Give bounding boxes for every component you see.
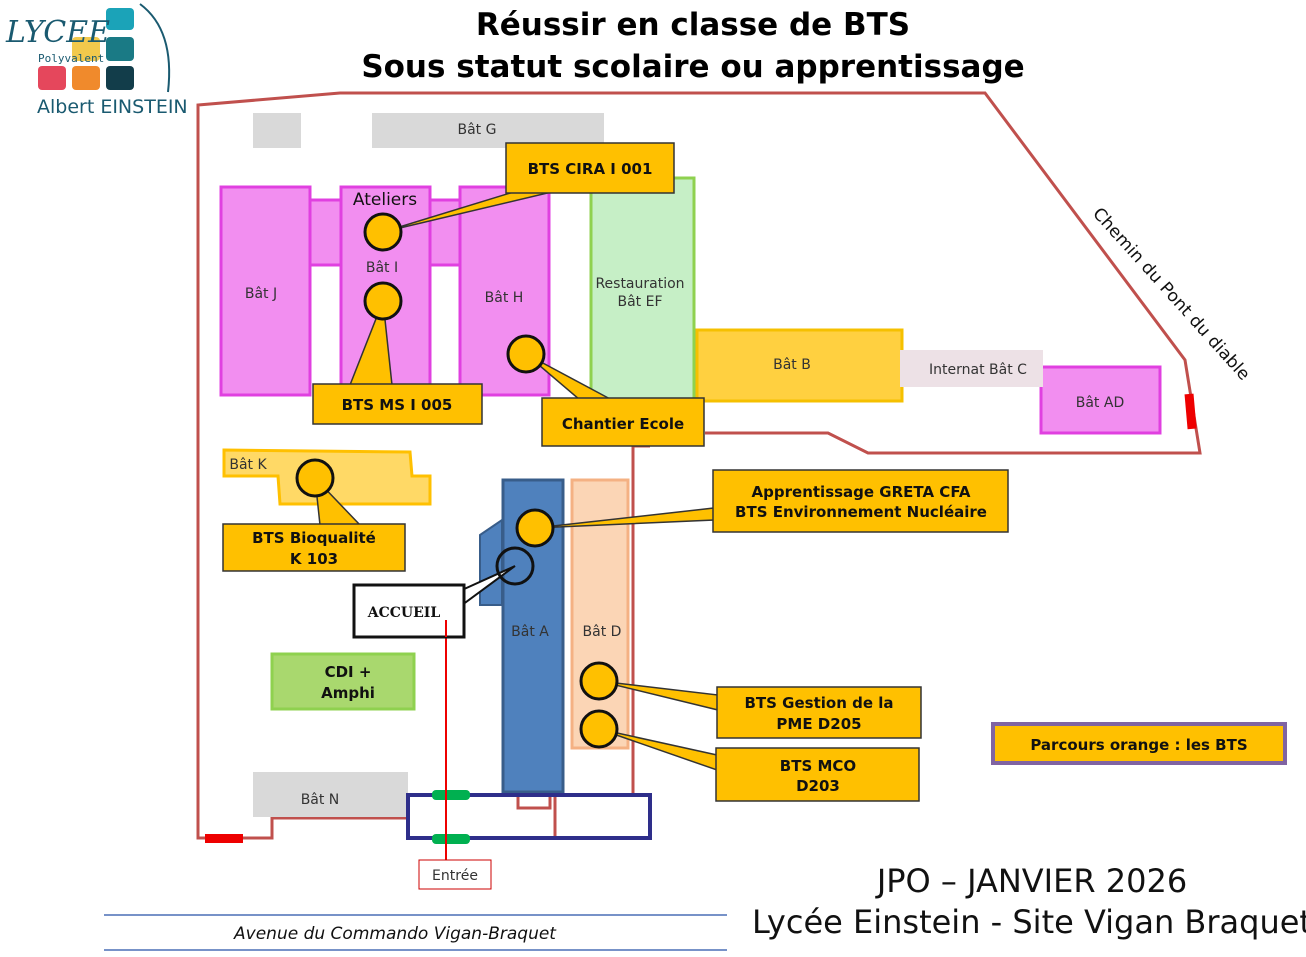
callout-bioqualite[interactable]: BTS Bioqualité K 103 bbox=[222, 523, 406, 572]
callout-chantier[interactable]: Chantier Ecole bbox=[541, 397, 705, 447]
callout-accueil[interactable]: ACCUEIL bbox=[352, 583, 466, 639]
page-title-line2: Sous statut scolaire ou apprentissage bbox=[361, 49, 1024, 85]
legend-parcours-text: Parcours orange : les BTS bbox=[1030, 736, 1247, 754]
amphi-label: Amphi bbox=[321, 684, 375, 702]
building-connector bbox=[308, 198, 344, 267]
building-d-label: Bât D bbox=[583, 624, 622, 640]
building-i-label: Bât I bbox=[366, 260, 398, 276]
callout-pme[interactable]: BTS Gestion de la PME D205 bbox=[716, 686, 922, 739]
street-avenue-label: Avenue du Commando Vigan-Braquet bbox=[233, 924, 557, 944]
gate-marker bbox=[432, 834, 470, 844]
callout-mco-room: D203 bbox=[796, 777, 840, 795]
callout-ms[interactable]: BTS MS I 005 bbox=[312, 383, 483, 425]
logo-lycee-text: LYCEE bbox=[5, 15, 110, 50]
building-n[interactable]: Bât N bbox=[253, 772, 408, 817]
building-k-label: Bât K bbox=[229, 457, 267, 473]
gate-marker bbox=[1184, 393, 1197, 430]
logo-polyvalent-text: Polyvalent bbox=[38, 52, 104, 65]
callout-ms-text: BTS MS I 005 bbox=[342, 396, 453, 414]
building-b[interactable]: Bât B bbox=[695, 328, 904, 403]
callout-greta-program: BTS Environnement Nucléaire bbox=[735, 503, 987, 521]
building-j[interactable] bbox=[219, 185, 312, 397]
building-c-label: Internat Bât C bbox=[929, 362, 1027, 378]
building-ef-label: Bât EF bbox=[617, 294, 662, 310]
footer-site: Lycée Einstein - Site Vigan Braquet bbox=[752, 903, 1306, 941]
callout-mco[interactable]: BTS MCO D203 bbox=[715, 747, 920, 802]
building-j-label: Bât J bbox=[245, 286, 277, 302]
location-marker-pme[interactable] bbox=[579, 661, 619, 701]
logo-name-text: Albert EINSTEIN bbox=[37, 96, 188, 118]
building-h-label: Bât H bbox=[485, 290, 524, 306]
callout-pme-text: BTS Gestion de la bbox=[744, 694, 893, 712]
building-ateliers-label: Ateliers bbox=[353, 190, 417, 210]
entrance-area bbox=[406, 793, 652, 840]
entrance-label[interactable]: Entrée bbox=[418, 859, 492, 890]
entrance-text: Entrée bbox=[432, 868, 478, 884]
cdi-label: CDI + bbox=[325, 663, 372, 681]
gate-marker bbox=[205, 834, 243, 843]
location-marker-accueil[interactable] bbox=[495, 546, 535, 586]
callout-cira-text: BTS CIRA I 001 bbox=[528, 160, 653, 178]
building-restauration[interactable]: Restauration Bât EF bbox=[589, 176, 696, 402]
page-title-line1: Réussir en classe de BTS bbox=[476, 7, 910, 43]
callout-bioqualite-text: BTS Bioqualité bbox=[252, 529, 376, 547]
location-marker-ms[interactable] bbox=[363, 281, 403, 321]
location-marker-cira[interactable] bbox=[363, 212, 403, 252]
building-b-label: Bât B bbox=[773, 357, 811, 373]
legend-parcours: Parcours orange : les BTS bbox=[991, 722, 1287, 765]
building-ad[interactable] bbox=[1039, 365, 1162, 435]
callout-chantier-text: Chantier Ecole bbox=[562, 415, 684, 433]
building-n-label: Bât N bbox=[301, 792, 340, 808]
callout-greta[interactable]: Apprentissage GRETA CFA BTS Environnemen… bbox=[712, 469, 1009, 533]
callout-accueil-text: ACCUEIL bbox=[367, 605, 441, 621]
building-ad-label: Bât AD bbox=[1076, 395, 1124, 411]
callout-pme-room: PME D205 bbox=[776, 715, 861, 733]
callout-bioqualite-room: K 103 bbox=[290, 550, 338, 568]
callout-greta-text: Apprentissage GRETA CFA bbox=[752, 483, 971, 501]
callout-cira[interactable]: BTS CIRA I 001 bbox=[505, 142, 675, 194]
building-g[interactable]: Bât G bbox=[372, 113, 604, 148]
gate-marker bbox=[432, 790, 470, 800]
building-g-label: Bât G bbox=[458, 122, 497, 138]
logo: LYCEE Polyvalent Albert EINSTEIN bbox=[5, 3, 188, 118]
building-unnamed bbox=[253, 113, 301, 148]
location-marker-bioqualite[interactable] bbox=[295, 458, 335, 498]
street-chemin-label: Chemin du Pont du diable bbox=[1088, 204, 1253, 385]
footer-event: JPO – JANVIER 2026 bbox=[875, 862, 1187, 900]
location-marker-mco[interactable] bbox=[579, 709, 619, 749]
callout-mco-text: BTS MCO bbox=[780, 757, 856, 775]
location-marker-chantier[interactable] bbox=[506, 334, 546, 374]
building-restauration-label: Restauration bbox=[595, 276, 684, 292]
building-c[interactable]: Internat Bât C bbox=[900, 350, 1043, 387]
building-a-label: Bât A bbox=[511, 624, 549, 640]
building-cdi-amphi[interactable]: CDI + Amphi bbox=[270, 652, 416, 711]
location-marker-greta[interactable] bbox=[515, 508, 555, 548]
